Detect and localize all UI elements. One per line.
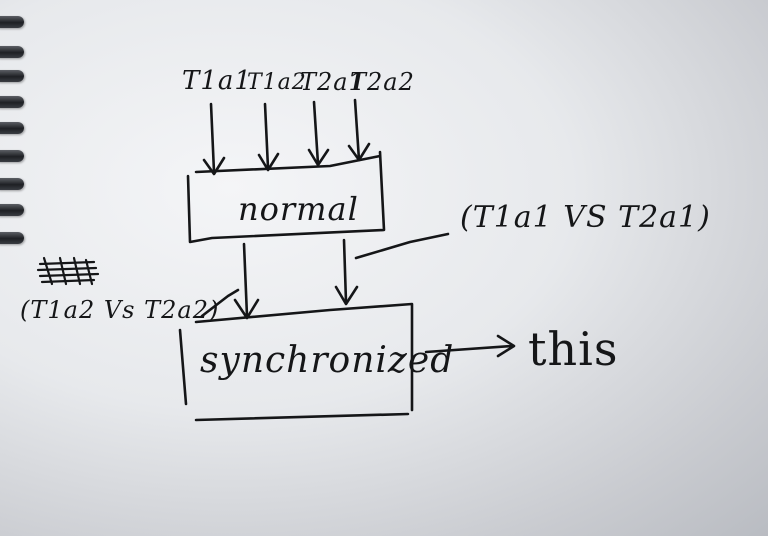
input-label-t1a2: T1a2 — [247, 70, 307, 95]
input-label-t1a1: T1a1 — [182, 66, 252, 96]
synchronized-box — [178, 302, 414, 422]
annotation-right: (T1a1 VS T2a1) — [460, 200, 711, 235]
input-label-t2a1: T2a1 — [300, 68, 365, 96]
input-label-t2a2: T2a2 — [350, 68, 415, 96]
spiral-ring — [0, 178, 24, 190]
input-arrow — [347, 98, 371, 162]
this-label: this — [528, 322, 619, 376]
arrow-to-this — [424, 334, 516, 358]
input-arrow — [202, 102, 226, 176]
annotation-left-pointer — [200, 288, 240, 318]
normal-box-label: normal — [238, 190, 359, 228]
spiral-ring — [0, 122, 24, 134]
spiral-ring — [0, 96, 24, 108]
input-arrow — [307, 100, 330, 167]
spiral-ring — [0, 150, 24, 162]
spiral-ring — [0, 70, 24, 82]
spiral-ring — [0, 232, 24, 244]
spiral-ring — [0, 204, 24, 216]
normal-to-sync-arrow — [233, 242, 260, 320]
scribbled-text — [36, 256, 100, 286]
annotation-left: (T1a2 Vs T2a2) — [20, 296, 220, 324]
spiral-ring — [0, 16, 24, 28]
normal-to-sync-arrow — [334, 238, 359, 306]
annotation-right-pointer — [354, 232, 450, 260]
spiral-ring — [0, 46, 24, 58]
synchronized-box-label: synchronized — [200, 340, 455, 381]
normal-box — [186, 150, 386, 244]
input-arrow — [257, 102, 280, 172]
